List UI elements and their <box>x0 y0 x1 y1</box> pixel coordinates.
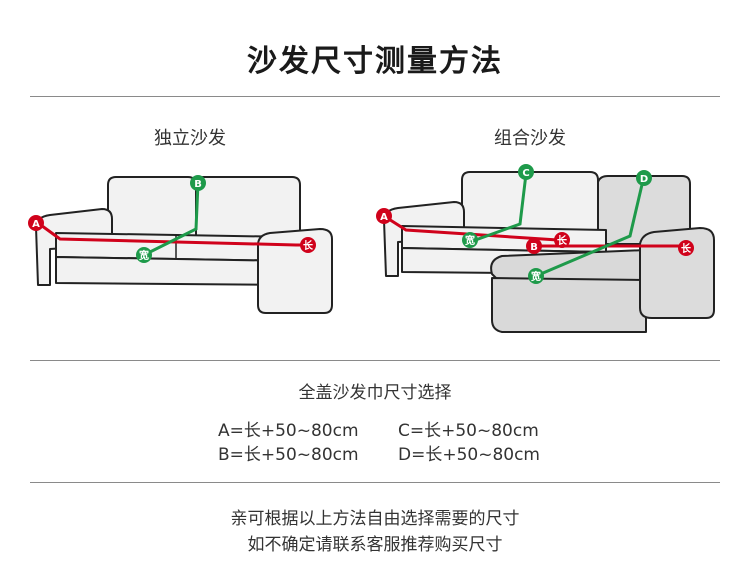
page-title: 沙发尺寸测量方法 <box>247 44 503 79</box>
marker-width1-text: 宽 <box>464 234 475 247</box>
marker-length1-badge: 长 <box>554 232 570 248</box>
marker-length2-text: 长 <box>681 242 692 255</box>
divider-bottom <box>30 482 720 483</box>
marker-a-text: A <box>380 212 388 223</box>
formula-b: B=长+50~80cm <box>218 445 359 465</box>
marker-d-text: D <box>640 174 648 185</box>
formula-c: C=长+50~80cm <box>398 421 539 441</box>
single-sofa-diagram: A B 宽 长 <box>28 175 333 314</box>
marker-length-badge: 长 <box>300 237 316 253</box>
combo-sofa-label: 组合沙发 <box>494 128 566 149</box>
formula-d: D=长+50~80cm <box>398 445 540 465</box>
divider-top <box>30 96 720 97</box>
formula-a: A=长+50~80cm <box>218 421 359 441</box>
marker-a-badge: A <box>28 215 44 231</box>
marker-c-text: C <box>522 168 529 179</box>
note-line-1: 亲可根据以上方法自由选择需要的尺寸 <box>230 509 520 529</box>
marker-length2-badge: 长 <box>678 240 694 256</box>
marker-a-text: A <box>32 219 40 230</box>
marker-b-badge: B <box>526 238 542 254</box>
marker-width2-text: 宽 <box>530 270 541 283</box>
marker-length-text: 长 <box>303 239 314 252</box>
divider-middle <box>30 360 720 361</box>
marker-b-text: B <box>194 179 202 190</box>
marker-width-text: 宽 <box>138 249 149 262</box>
combo-sofa-diagram: A C D 宽 长 B 长 宽 <box>376 164 715 333</box>
marker-a-badge: A <box>376 208 392 224</box>
marker-c-badge: C <box>518 164 534 180</box>
marker-d-badge: D <box>636 170 652 186</box>
marker-width1-badge: 宽 <box>462 232 478 248</box>
size-selection-title: 全盖沙发巾尺寸选择 <box>298 383 452 403</box>
marker-b-badge: B <box>190 175 206 191</box>
note-line-2: 如不确定请联系客服推荐购买尺寸 <box>247 535 503 555</box>
marker-width-badge: 宽 <box>136 247 152 263</box>
marker-b-text: B <box>530 242 538 253</box>
marker-width2-badge: 宽 <box>528 268 544 284</box>
single-sofa-label: 独立沙发 <box>154 128 226 149</box>
marker-length1-text: 长 <box>557 234 568 247</box>
